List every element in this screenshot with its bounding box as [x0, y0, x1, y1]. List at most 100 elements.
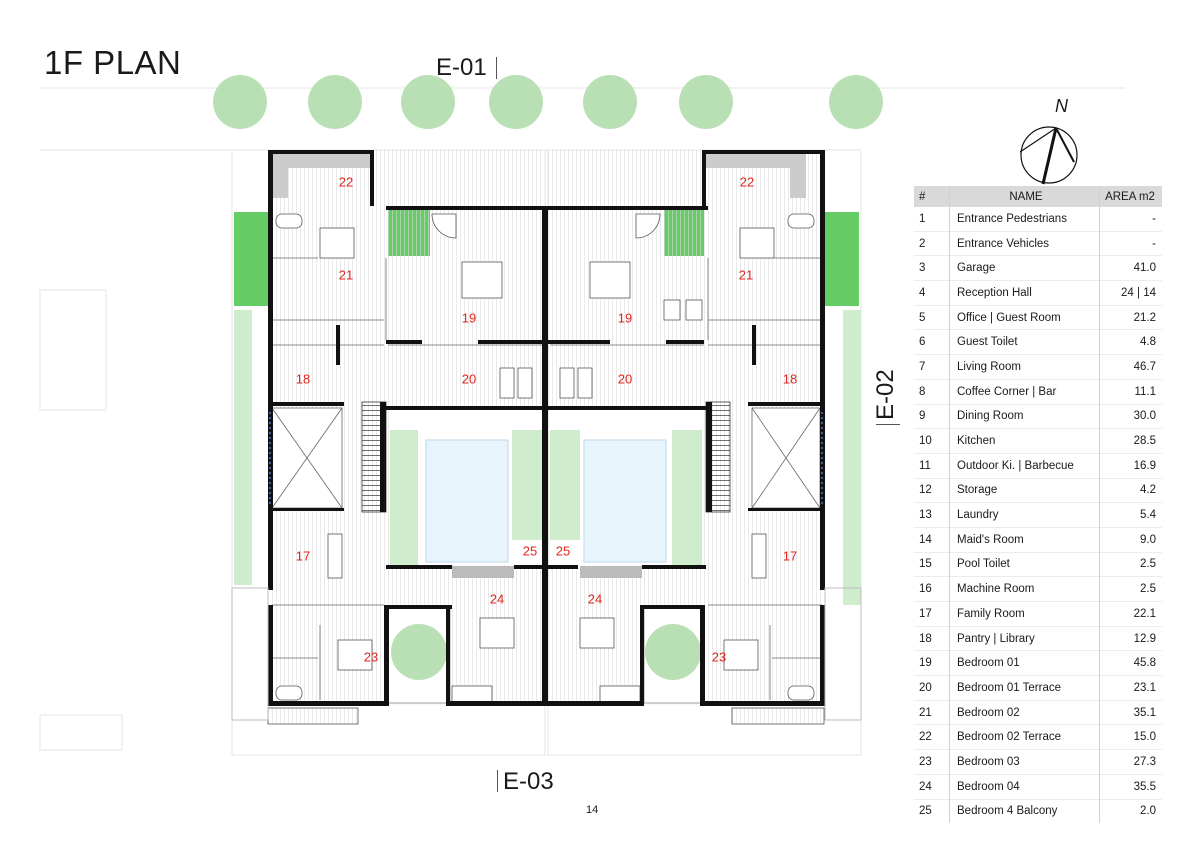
room-label-family-room: 17: [295, 548, 311, 564]
cell-name: Bedroom 02 Terrace: [949, 724, 1100, 750]
cell-area: 46.7: [1099, 354, 1162, 380]
room-label-bedroom-01: 19: [461, 310, 477, 326]
cell-number: 15: [914, 551, 950, 577]
elevation-label-bottom: E-03: [503, 768, 554, 795]
cell-area: 2.0: [1099, 798, 1162, 824]
cell-number: 22: [914, 724, 950, 750]
cell-name: Office | Guest Room: [949, 304, 1100, 330]
furniture: [275, 213, 815, 703]
cell-area: 2.5: [1099, 551, 1162, 577]
cell-area: -: [1099, 230, 1162, 256]
cell-number: 5: [914, 304, 950, 330]
room-label-bedroom-4-balcony: 25: [555, 543, 571, 559]
cell-name: Kitchen: [949, 428, 1100, 454]
room-label-bedroom-02-terrace: 22: [739, 174, 755, 190]
cell-name: Entrance Pedestrians: [949, 207, 1100, 232]
room-label-bedroom-01-terrace: 20: [461, 371, 477, 387]
room-label-bedroom-02-terrace: 22: [338, 174, 354, 190]
cell-number: 25: [914, 798, 950, 824]
cell-name: Dining Room: [949, 403, 1100, 429]
cell-area: 9.0: [1099, 526, 1162, 553]
cell-area: -: [1099, 207, 1162, 232]
cell-number: 13: [914, 502, 950, 528]
cell-area: 45.8: [1099, 650, 1162, 676]
voids: [271, 407, 821, 509]
elevation-marker-top: [496, 57, 497, 79]
room-label-pantry-library: 18: [295, 371, 311, 387]
cell-number: 10: [914, 428, 950, 454]
cell-area: 15.0: [1099, 724, 1162, 750]
cell-area: 27.3: [1099, 749, 1162, 775]
cell-name: Garage: [949, 255, 1100, 281]
cell-name: Family Room: [949, 601, 1100, 627]
cell-area: 4.8: [1099, 329, 1162, 355]
cell-area: 21.2: [1099, 304, 1162, 330]
room-label-pantry-library: 18: [782, 371, 798, 387]
cell-number: 24: [914, 773, 950, 799]
cell-area: 22.1: [1099, 601, 1162, 627]
cell-name: Bedroom 03: [949, 749, 1100, 775]
column-header-area: AREA m2: [1099, 186, 1162, 207]
cell-area: 28.5: [1099, 428, 1162, 454]
cell-name: Bedroom 04: [949, 773, 1100, 799]
cell-name: Maid's Room: [949, 526, 1100, 553]
cell-area: 24 | 14: [1099, 280, 1162, 306]
cell-area: 41.0: [1099, 255, 1162, 281]
cell-name: Bedroom 01: [949, 650, 1100, 676]
cell-number: 12: [914, 477, 950, 503]
north-label: N: [1055, 96, 1068, 116]
north-arrow-icon: [1019, 126, 1078, 185]
cell-number: 20: [914, 675, 950, 701]
room-label-bedroom-01-terrace: 20: [617, 371, 633, 387]
cell-area: 35.1: [1099, 699, 1162, 725]
elevation-label-top: E-01: [436, 54, 487, 81]
cell-name: Reception Hall: [949, 280, 1100, 306]
cell-name: Pantry | Library: [949, 625, 1100, 651]
room-label-bedroom-4-balcony: 25: [522, 543, 538, 559]
cell-area: 12.9: [1099, 625, 1162, 651]
cell-number: 6: [914, 329, 950, 355]
cell-name: Laundry: [949, 502, 1100, 528]
cell-number: 14: [914, 526, 950, 553]
cell-name: Bedroom 02: [949, 699, 1100, 725]
cell-name: Pool Toilet: [949, 551, 1100, 577]
cell-name: Guest Toilet: [949, 329, 1100, 355]
cell-area: 30.0: [1099, 403, 1162, 429]
terrace-roof: [272, 152, 806, 198]
cell-number: 8: [914, 378, 950, 404]
cell-number: 17: [914, 601, 950, 627]
cell-number: 11: [914, 452, 950, 479]
cell-number: 16: [914, 576, 950, 602]
cell-number: 7: [914, 354, 950, 380]
elevation-marker-right: [876, 424, 900, 425]
cell-area: 16.9: [1099, 452, 1162, 479]
room-label-bedroom-02: 21: [738, 267, 754, 283]
greenery: [234, 310, 861, 605]
room-label-bedroom-03: 23: [363, 649, 379, 665]
cell-area: 2.5: [1099, 576, 1162, 602]
cell-name: Living Room: [949, 354, 1100, 380]
room-label-bedroom-03: 23: [711, 649, 727, 665]
cell-area: 11.1: [1099, 378, 1162, 404]
cell-number: 3: [914, 255, 950, 281]
